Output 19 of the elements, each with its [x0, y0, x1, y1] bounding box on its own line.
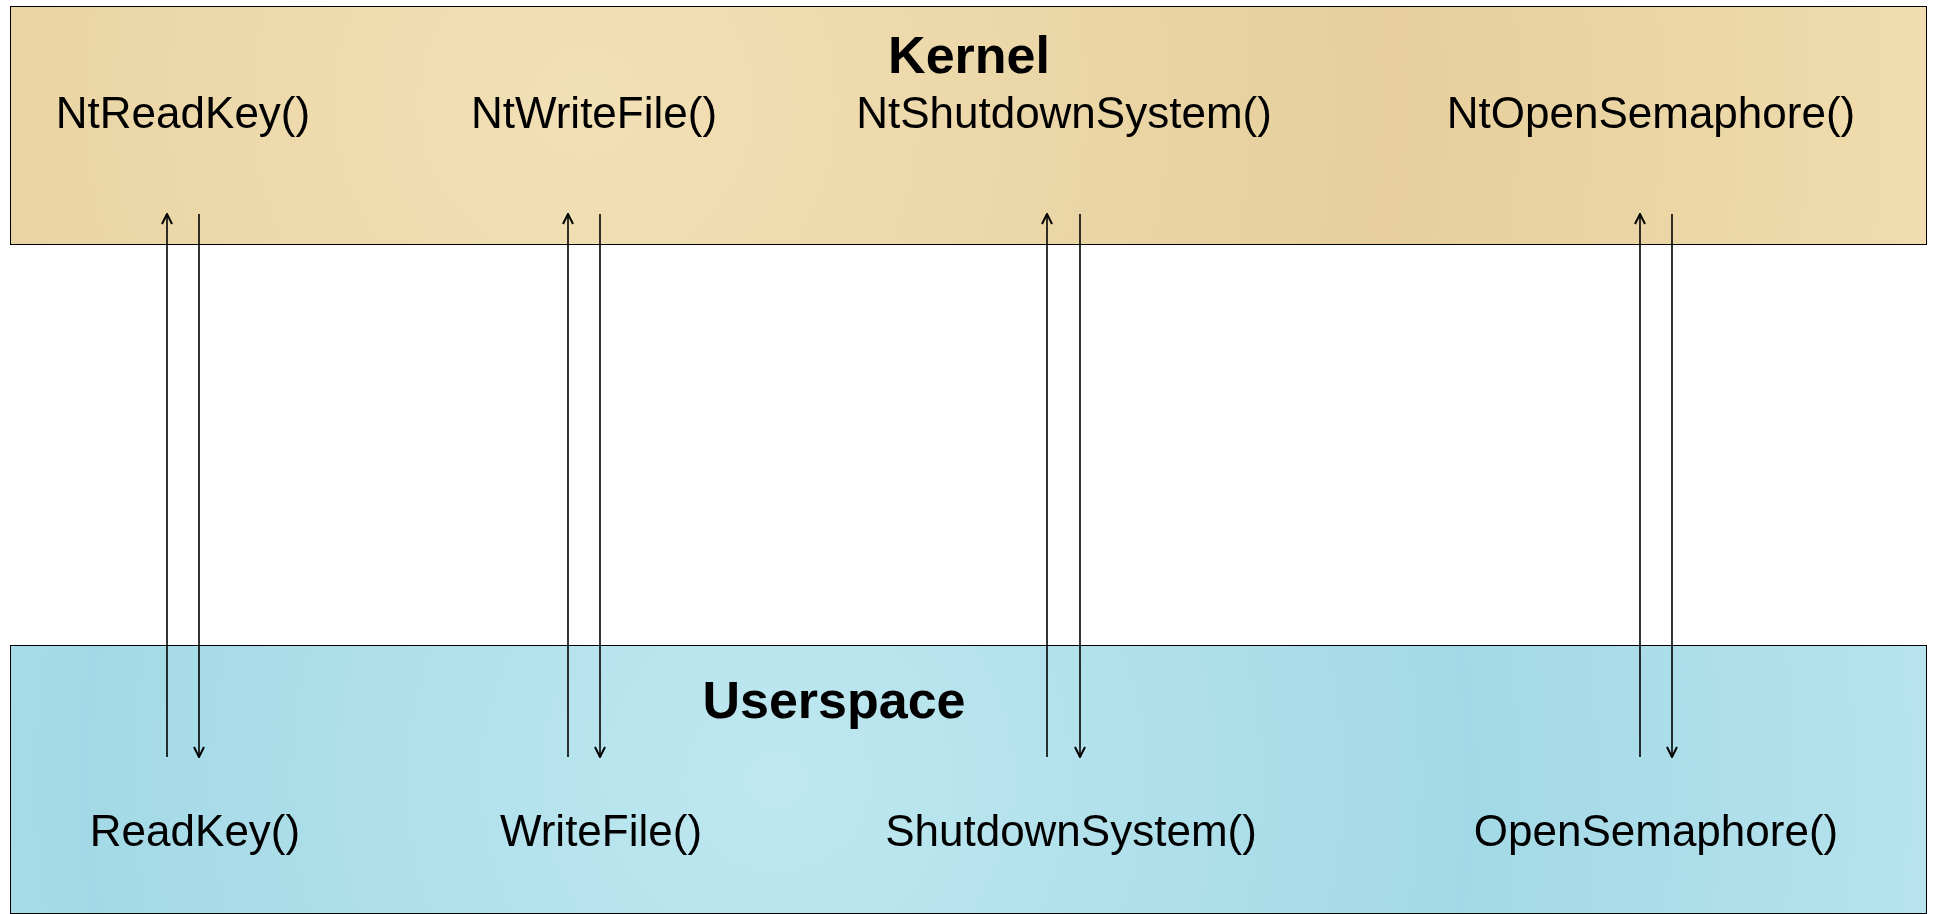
- arrow: [562, 213, 574, 758]
- function-name: NtShutdownSystem(): [856, 87, 1272, 139]
- arrow: [161, 213, 173, 758]
- band-title: Kernel: [887, 29, 1051, 81]
- arrow: [1666, 213, 1678, 758]
- arrow: [193, 213, 205, 758]
- function-name: NtWriteFile(): [470, 87, 718, 139]
- function-name: ReadKey(): [89, 805, 301, 857]
- function-name: ShutdownSystem(): [885, 805, 1257, 857]
- userspace-band: [10, 645, 1927, 914]
- function-name: NtOpenSemaphore(): [1446, 87, 1856, 139]
- function-name: WriteFile(): [499, 805, 703, 857]
- kernel-band: [10, 6, 1927, 245]
- arrow: [1634, 213, 1646, 758]
- function-name: NtReadKey(): [55, 87, 311, 139]
- function-name: OpenSemaphore(): [1473, 805, 1839, 857]
- arrow: [594, 213, 606, 758]
- arrow: [1041, 213, 1053, 758]
- arrow: [1074, 213, 1086, 758]
